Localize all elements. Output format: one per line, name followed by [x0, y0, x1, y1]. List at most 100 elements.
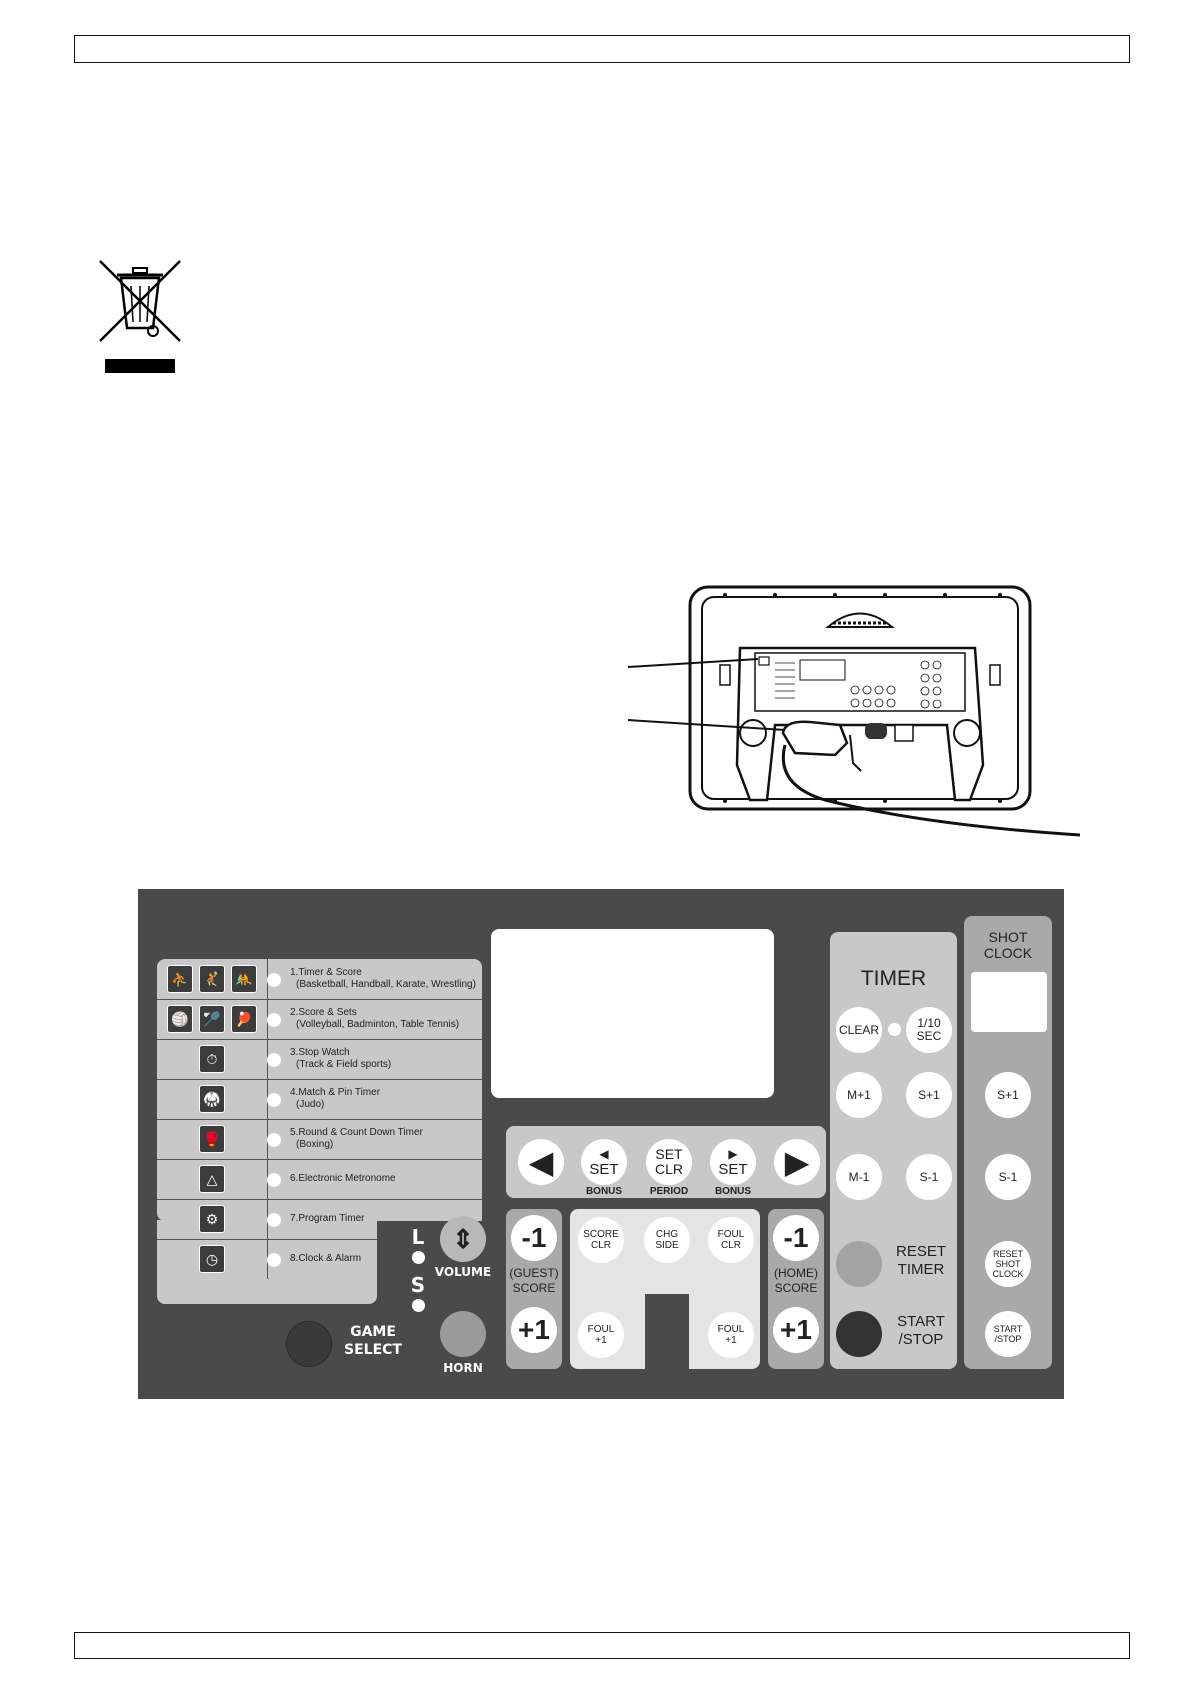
- game-row-4[interactable]: 🥋 4.Match & Pin Timer (Judo): [157, 1079, 482, 1120]
- shot-s-plus-button[interactable]: S+1: [985, 1072, 1031, 1118]
- game-led: [267, 1173, 281, 1187]
- left-arrow-icon: ◀: [528, 1144, 554, 1180]
- foul-clr-button[interactable]: FOUL CLR: [708, 1217, 754, 1263]
- game-led: [267, 1253, 281, 1267]
- game-row-2[interactable]: 🏐 🏸 🏓 2.Score & Sets (Volleyball, Badmin…: [157, 999, 482, 1040]
- game-title: 8.Clock & Alarm: [290, 1253, 362, 1264]
- foul-box-notch: [645, 1294, 689, 1370]
- game-row-3[interactable]: ⏱ 3.Stop Watch (Track & Field sports): [157, 1039, 482, 1080]
- device-rear-illustration: 1 2: [625, 585, 1080, 837]
- badminton-icon: 🏸: [199, 1005, 225, 1033]
- game-icons: 🏐 🏸 🏓: [157, 999, 268, 1039]
- game-led: [267, 1053, 281, 1067]
- weee-bin-icon: [99, 260, 181, 373]
- game-led: [267, 1093, 281, 1107]
- game-select-button[interactable]: [286, 1321, 332, 1367]
- game-led: [267, 1213, 281, 1227]
- reset-timer-label: RESET TIMER: [895, 1243, 946, 1278]
- chg-side-button[interactable]: CHG SIDE: [644, 1217, 690, 1263]
- game-led: [267, 1013, 281, 1027]
- set-bonus-left-button[interactable]: ◀ SET: [581, 1139, 627, 1185]
- right-arrow-icon: ▶: [784, 1144, 810, 1180]
- volume-button[interactable]: ⇕: [440, 1216, 486, 1262]
- set-clr-period-button[interactable]: SET CLR: [646, 1139, 692, 1185]
- score-clr-button[interactable]: SCORE CLR: [578, 1217, 624, 1263]
- home-minus-button[interactable]: -1: [773, 1215, 819, 1261]
- shot-clock-title: SHOT CLOCK: [983, 929, 1033, 961]
- guest-plus-button[interactable]: +1: [511, 1307, 557, 1353]
- level-l-label: L: [411, 1225, 425, 1249]
- game-row-7[interactable]: ⚙ 7.Program Timer: [157, 1199, 377, 1240]
- guest-minus-button[interactable]: -1: [511, 1215, 557, 1261]
- home-plus-button[interactable]: +1: [773, 1307, 819, 1353]
- tenth-sec-button[interactable]: 1/10 SEC: [906, 1007, 952, 1053]
- reset-shot-clock-button[interactable]: RESET SHOT CLOCK: [985, 1241, 1031, 1287]
- set-label: SET: [589, 1161, 619, 1178]
- game-subtitle: (Track & Field sports): [296, 1059, 392, 1070]
- game-title: 1.Timer & Score: [290, 967, 362, 978]
- game-row-8[interactable]: ◷ 8.Clock & Alarm: [157, 1239, 377, 1279]
- level-s-label: S: [410, 1273, 426, 1297]
- game-title: 2.Score & Sets: [290, 1007, 357, 1018]
- callout-1: 1: [625, 650, 626, 688]
- game-icons: 🥊: [157, 1119, 268, 1159]
- wrestling-icon: 🤼: [231, 965, 257, 993]
- volume-label: VOLUME: [434, 1265, 492, 1279]
- game-icons: △: [157, 1159, 268, 1199]
- game-row-6[interactable]: △ 6.Electronic Metronome: [157, 1159, 482, 1200]
- horn-label: HORN: [443, 1361, 483, 1375]
- home-score-label: (HOME) SCORE: [774, 1266, 818, 1295]
- up-down-arrows-icon: ⇕: [452, 1223, 474, 1254]
- set-bonus-right-button[interactable]: ▶ SET: [710, 1139, 756, 1185]
- m-plus-button[interactable]: M+1: [836, 1072, 882, 1118]
- boxing-icon: 🥊: [199, 1125, 225, 1153]
- game-icons: 🥋: [157, 1079, 268, 1119]
- right-triangle-icon: ▶: [728, 1147, 738, 1161]
- clock-icon: ◷: [199, 1245, 225, 1273]
- game-title: 3.Stop Watch: [290, 1047, 350, 1058]
- level-s-led: [412, 1299, 425, 1312]
- volleyball-icon: 🏐: [167, 1005, 193, 1033]
- s-minus-button[interactable]: S-1: [906, 1154, 952, 1200]
- s-plus-button[interactable]: S+1: [906, 1072, 952, 1118]
- main-display: [491, 929, 774, 1098]
- game-icons: ⚙: [157, 1199, 268, 1239]
- level-l-led: [412, 1251, 425, 1264]
- start-stop-timer-label: START /STOP: [897, 1313, 945, 1348]
- guest-foul-plus-button[interactable]: FOUL +1: [578, 1312, 624, 1358]
- game-led: [267, 973, 281, 987]
- reset-timer-button[interactable]: [836, 1241, 882, 1287]
- right-arrow-button[interactable]: ▶: [774, 1139, 820, 1185]
- horn-button[interactable]: [440, 1311, 486, 1357]
- bonus-right-label: BONUS: [714, 1186, 752, 1197]
- game-select-label: GAME SELECT: [344, 1324, 402, 1358]
- shot-start-stop-button[interactable]: START /STOP: [985, 1311, 1031, 1357]
- judo-icon: 🥋: [199, 1085, 225, 1113]
- game-row-1[interactable]: ⛹ 🤾 🤼 1.Timer & Score (Basketball, Handb…: [157, 959, 482, 1000]
- left-triangle-icon: ◀: [599, 1147, 609, 1161]
- handball-icon: 🤾: [199, 965, 225, 993]
- header-box: [74, 35, 1130, 63]
- game-title: 4.Match & Pin Timer: [290, 1087, 381, 1098]
- shot-s-minus-button[interactable]: S-1: [985, 1154, 1031, 1200]
- tenth-sec-led: [888, 1023, 901, 1036]
- left-arrow-button[interactable]: ◀: [518, 1139, 564, 1185]
- home-foul-plus-button[interactable]: FOUL +1: [708, 1312, 754, 1358]
- game-icons: ◷: [157, 1239, 268, 1279]
- program-timer-icon: ⚙: [199, 1205, 225, 1233]
- guest-score-label: (GUEST) SCORE: [509, 1266, 559, 1295]
- shot-clock-display: [971, 972, 1047, 1032]
- timer-title: TIMER: [860, 967, 927, 990]
- game-icons: ⛹ 🤾 🤼: [157, 959, 268, 999]
- metronome-icon: △: [199, 1165, 225, 1193]
- period-label: PERIOD: [649, 1186, 689, 1197]
- m-minus-button[interactable]: M-1: [836, 1154, 882, 1200]
- start-stop-timer-button[interactable]: [836, 1311, 882, 1357]
- game-subtitle: (Basketball, Handball, Karate, Wrestling…: [296, 979, 476, 990]
- callout-2: 2: [625, 705, 626, 743]
- game-title: 7.Program Timer: [290, 1213, 365, 1224]
- game-subtitle: (Boxing): [296, 1139, 334, 1150]
- clear-button[interactable]: CLEAR: [836, 1007, 882, 1053]
- game-row-5[interactable]: 🥊 5.Round & Count Down Timer (Boxing): [157, 1119, 482, 1160]
- timer-box: [830, 932, 957, 1369]
